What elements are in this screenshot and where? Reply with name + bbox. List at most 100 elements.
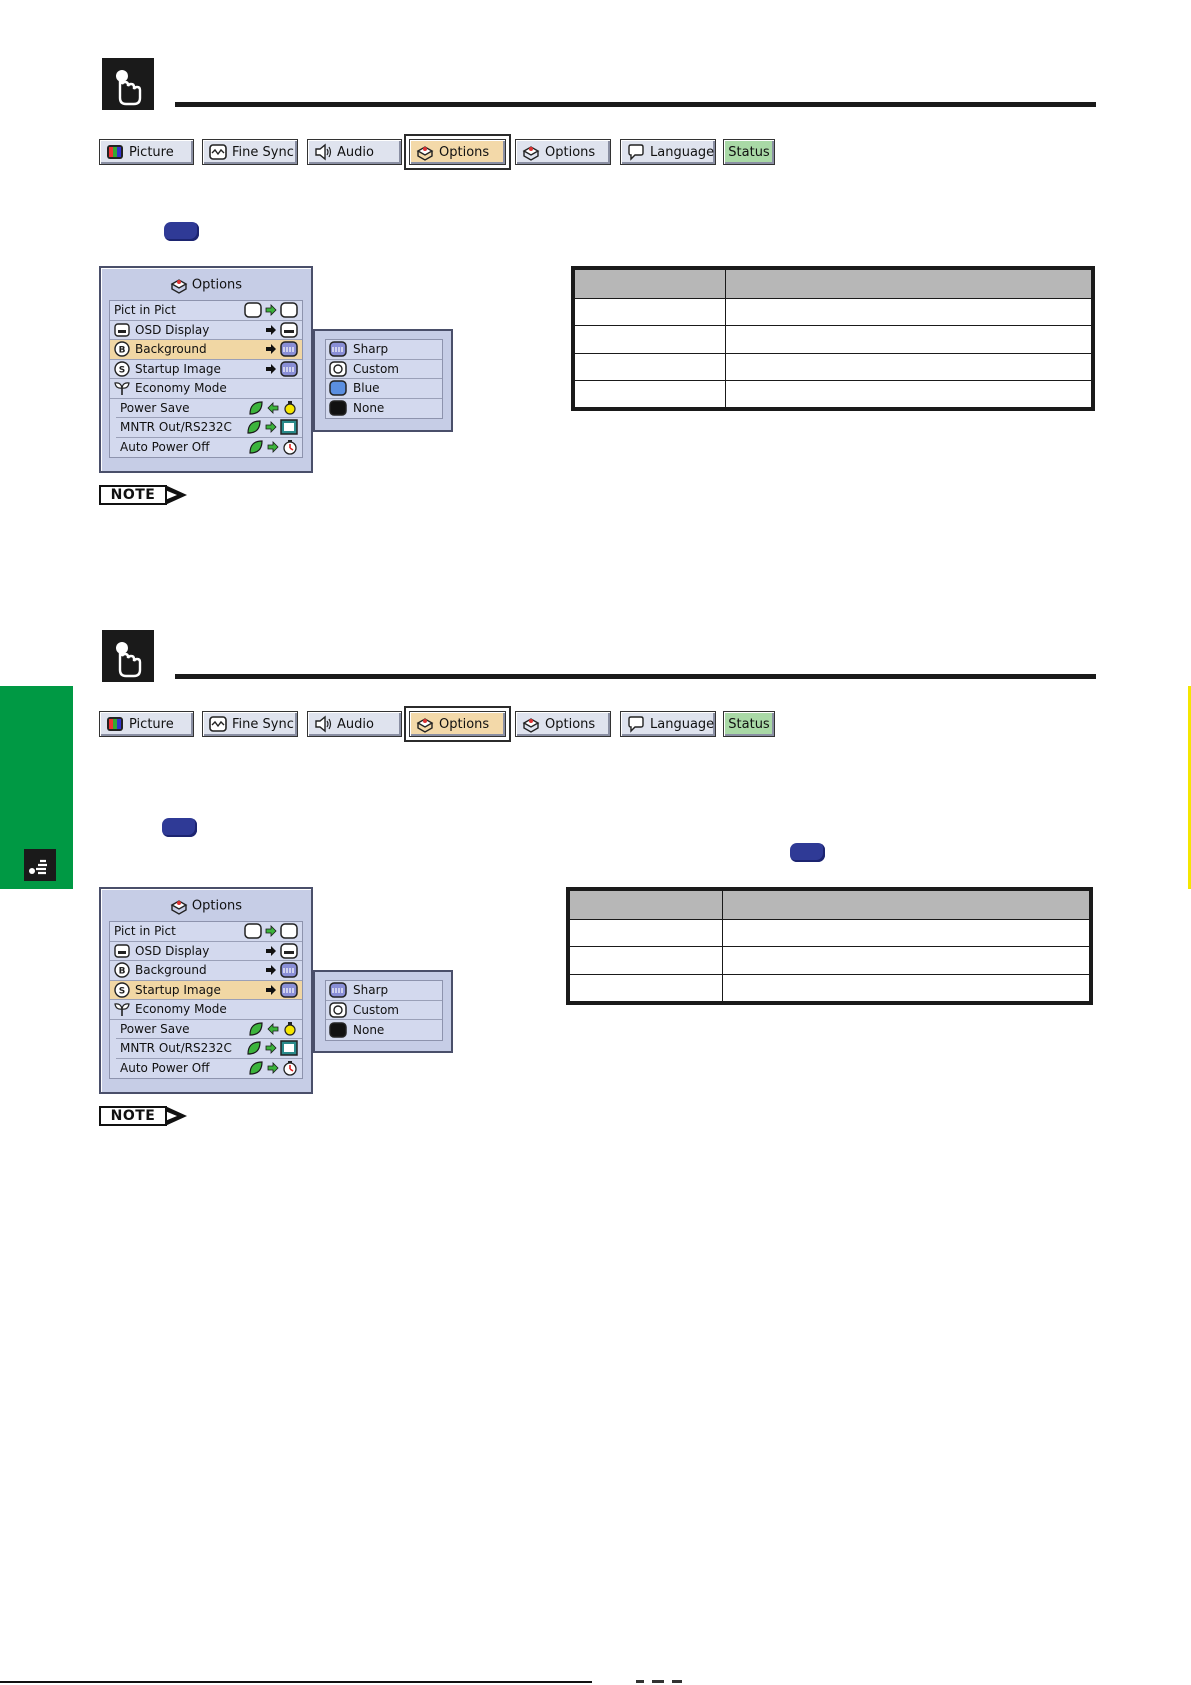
table-cell [722,918,1090,948]
osd-item-auto-power-off[interactable]: Auto Power Off [116,1059,302,1079]
table-cell [725,379,1092,409]
submenu-option-blue[interactable]: Blue [326,379,442,399]
tab-options[interactable]: Options [515,711,611,737]
osd-item-osd-display[interactable]: OSD Display [110,942,302,961]
leaf-sprout-icon [114,1003,130,1017]
tab-label: Options [439,144,490,160]
tab-picture[interactable]: Picture [99,711,194,737]
tab-label: Options [439,716,490,732]
osd-item-power-save[interactable]: Power Save [116,399,302,418]
osd-item-indicators [265,942,298,959]
fine-sync-icon [209,716,227,732]
svg-text:B: B [119,346,126,356]
osd-item-power-save[interactable]: Power Save [116,1020,302,1039]
table-cell [569,973,723,1003]
submenu-option-label: None [353,1022,385,1037]
osd-item-label: MNTR Out/RS232C [120,1041,232,1056]
osd-item-indicators [265,962,298,978]
tab-status[interactable]: Status [723,139,775,165]
tab-audio[interactable]: Audio [307,139,402,165]
osd-display-icon [280,942,298,959]
sharp-logo-icon [280,981,298,998]
table-cell [569,946,723,975]
tab-language[interactable]: Language [620,139,716,165]
osd-item-indicators [248,439,298,455]
sharp-logo-icon [280,341,298,357]
osd-item-economy-mode[interactable]: Economy Mode [110,379,302,399]
step-button [790,843,825,862]
submenu-option-icon [329,341,347,357]
pip-icon [244,302,262,318]
submenu-option-none[interactable]: None [326,399,442,419]
osd-item-indicators [265,341,298,357]
submenu-option-sharp[interactable]: Sharp [326,340,442,360]
submenu-option-custom[interactable]: Custom [326,360,442,379]
osd-item-label: Power Save [120,400,190,415]
osd-item-mntr-out-rs232c[interactable]: MNTR Out/RS232C [116,418,302,438]
sharp-logo-icon [280,962,298,978]
custom-image-icon [329,1002,347,1018]
osd-display-icon [114,944,130,958]
osd-title-label: Options [191,898,243,914]
settings-table [566,887,1093,1005]
submenu-option-none[interactable]: None [326,1020,442,1040]
osd-title: Options [101,276,311,294]
osd-item-label: Economy Mode [135,381,227,396]
tab-language[interactable]: Language [620,711,716,737]
submenu-option-custom[interactable]: Custom [326,1001,442,1020]
osd-item-mntr-out-rs232c[interactable]: MNTR Out/RS232C [116,1039,302,1059]
options-icon [522,146,540,161]
tab-fine-sync[interactable]: Fine Sync [202,139,298,165]
osd-item-pict-in-pict[interactable]: Pict in Pict [110,301,302,321]
table-header-cell [722,890,1090,920]
submenu-option-icon [329,1022,347,1038]
table-cell [574,325,726,354]
tab-label: Language [650,716,715,732]
osd-item-economy-mode[interactable]: Economy Mode [110,1000,302,1020]
options-icon [416,718,434,733]
tab-picture[interactable]: Picture [99,139,194,165]
osd-display-icon [280,321,298,338]
osd-display-icon [114,323,130,337]
leaf-sprout-icon [114,382,130,396]
osd-item-label: Background [135,963,207,978]
tab-fine-sync[interactable]: Fine Sync [202,711,298,737]
submenu-option-label: Blue [353,381,380,396]
fine-sync-icon [209,144,227,160]
tab-options[interactable]: Options [404,706,511,742]
osd-item-auto-power-off[interactable]: Auto Power Off [116,438,302,458]
note-label: NOTE [99,485,167,505]
arrow-right-icon [266,965,276,975]
osd-item-pict-in-pict[interactable]: Pict in Pict [110,922,302,942]
osd-item-osd-display[interactable]: OSD Display [110,321,302,340]
osd-item-indicators [244,923,298,939]
submenu-option-sharp[interactable]: Sharp [326,981,442,1001]
tab-audio[interactable]: Audio [307,711,402,737]
tab-options[interactable]: Options [515,139,611,165]
tab-label: Status [728,144,770,160]
arrow-left-icon [267,1022,279,1035]
osd-item-indicators [265,981,298,998]
blue-screen-icon [329,380,347,396]
submenu-option-label: None [353,401,385,416]
tab-label: Fine Sync [232,716,294,732]
leaf-icon [249,1060,263,1075]
table-cell [569,918,723,948]
tab-options[interactable]: Options [404,134,511,170]
submenu-option-label: Custom [353,361,399,376]
note-label: NOTE [99,1106,167,1126]
page-edge-mark [1188,686,1191,889]
arrow-right-icon [265,925,277,937]
tab-status[interactable]: Status [723,711,775,737]
leaf-icon [247,1041,261,1055]
leaf-icon [247,420,261,434]
table-cell [574,297,726,327]
arrow-right-icon [265,1042,277,1054]
